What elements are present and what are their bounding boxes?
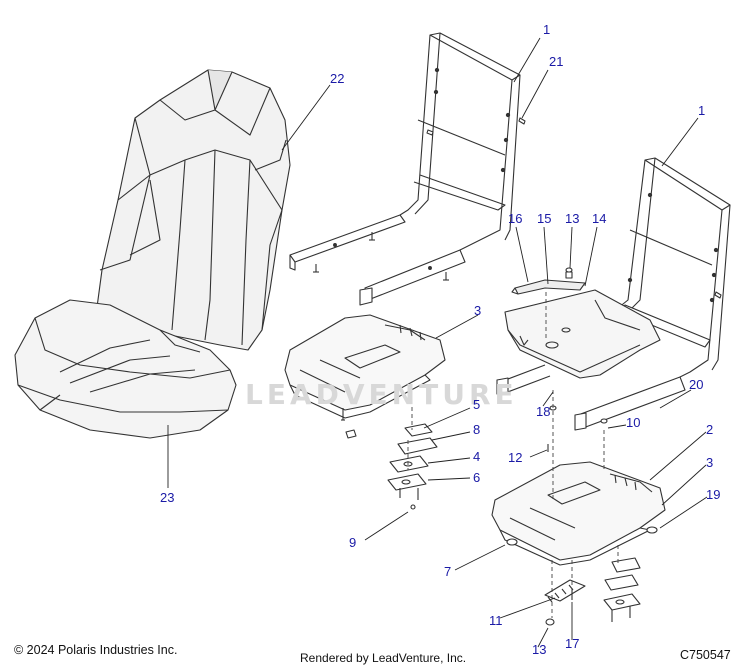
left-hardware-stack [341,408,438,510]
callout-5[interactable]: 5 [473,397,481,412]
callout-15[interactable]: 15 [537,211,552,226]
callout-3-left-base[interactable]: 3 [474,303,482,318]
callout-9[interactable]: 9 [349,535,357,550]
seat-bracket-14 [504,289,661,379]
seat-cushion-23 [14,299,237,439]
callout-8[interactable]: 8 [473,422,481,437]
callout-19[interactable]: 19 [706,487,721,502]
callout-20[interactable]: 20 [689,377,704,392]
watermark-text: LEADVENTURE [245,378,518,411]
callout-14[interactable]: 14 [592,211,607,226]
seat-back-22 [94,69,291,351]
callout-18[interactable]: 18 [536,404,551,419]
seat-frame-left-1 [289,32,521,306]
callout-23[interactable]: 23 [160,490,175,505]
callout-13-top[interactable]: 13 [565,211,580,226]
strap-handle-15-16 [511,271,586,295]
frame-bolts-21 [313,117,526,281]
rendered-by-credit: Rendered by LeadVenture, Inc. [300,651,467,665]
callout-22[interactable]: 22 [330,71,345,86]
callout-3-right-base[interactable]: 3 [706,455,714,470]
callout-7[interactable]: 7 [444,564,452,579]
callout-11[interactable]: 11 [489,613,503,628]
callout-4[interactable]: 4 [473,449,481,464]
callout-12[interactable]: 12 [508,450,523,465]
leader-lines [167,37,708,648]
right-hardware-stack [506,267,658,626]
callout-2[interactable]: 2 [706,422,714,437]
callout-13-bottom[interactable]: 13 [532,642,547,657]
callout-1-left-frame[interactable]: 1 [543,22,551,37]
seat-base-left-3 [284,314,446,419]
alignment-lines [407,292,619,618]
callout-10[interactable]: 10 [626,415,641,430]
callout-21[interactable]: 21 [549,54,564,69]
diagram-id: C750547 [680,648,731,662]
seat-base-right-2-3 [491,461,666,566]
seat-frame-right-1 [496,157,731,431]
callout-16[interactable]: 16 [508,211,523,226]
callout-6[interactable]: 6 [473,470,481,485]
callout-1-right-frame[interactable]: 1 [698,103,706,118]
callout-17[interactable]: 17 [565,636,580,651]
copyright-notice: © 2024 Polaris Industries Inc. [14,643,178,657]
